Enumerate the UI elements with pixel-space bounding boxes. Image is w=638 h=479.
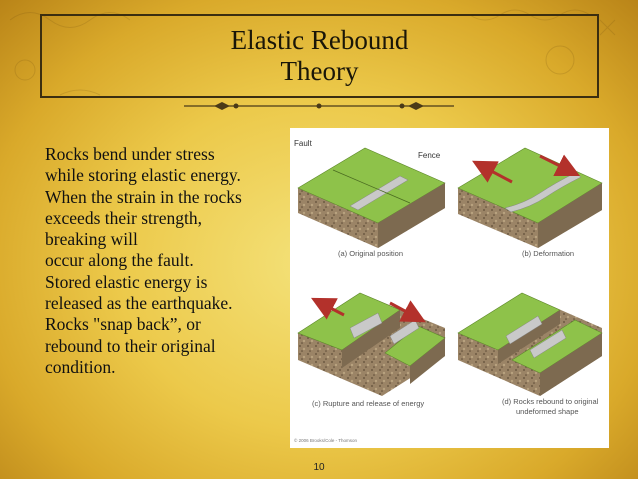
panel-b-diagram <box>457 147 603 248</box>
panel-c-diagram <box>297 292 446 396</box>
figure-illustration: Fault Fence (a) Original position (b) De… <box>294 139 603 443</box>
panel-d-diagram <box>457 292 603 396</box>
body-line: released as the earthquake. <box>45 293 233 314</box>
body-line: rebound to their original <box>45 335 216 356</box>
fence-label: Fence <box>418 151 441 160</box>
body-line: Rocks bend under stress <box>45 144 215 164</box>
body-line: condition. <box>45 356 116 377</box>
panel-b-caption: (b) Deformation <box>522 249 574 258</box>
ornament-divider <box>184 102 454 110</box>
body-text: Rocks bend under stress while storing el… <box>45 144 295 378</box>
figure-copyright: © 2006 Brooks/Cole - Thomson <box>294 437 358 443</box>
page-number: 10 <box>313 462 325 473</box>
title-line-2: Theory <box>280 56 359 86</box>
panel-a-diagram <box>297 147 446 248</box>
elastic-rebound-figure: Fault Fence (a) Original position (b) De… <box>290 128 609 448</box>
body-line: Stored elastic energy is <box>45 271 208 292</box>
panel-c-caption: (c) Rupture and release of energy <box>312 399 424 408</box>
title-box: Elastic Rebound Theory <box>40 14 599 98</box>
fault-label: Fault <box>294 139 313 148</box>
title-line-1: Elastic Rebound <box>230 25 409 55</box>
background-texture <box>9 9 616 96</box>
body-line: exceeds their strength, <box>45 207 202 228</box>
body-line: occur along the fault. <box>45 250 194 271</box>
body-line: breaking will <box>45 229 138 250</box>
body-line: Rocks "snap back”, or <box>45 314 201 335</box>
panel-d-caption-line-1: (d) Rocks rebound to original <box>502 397 599 406</box>
panel-a-caption: (a) Original position <box>338 249 403 258</box>
body-line: When the strain in the rocks <box>45 186 242 207</box>
body-line: while storing elastic energy. <box>45 165 241 186</box>
panel-d-caption-line-2: undeformed shape <box>516 407 579 416</box>
